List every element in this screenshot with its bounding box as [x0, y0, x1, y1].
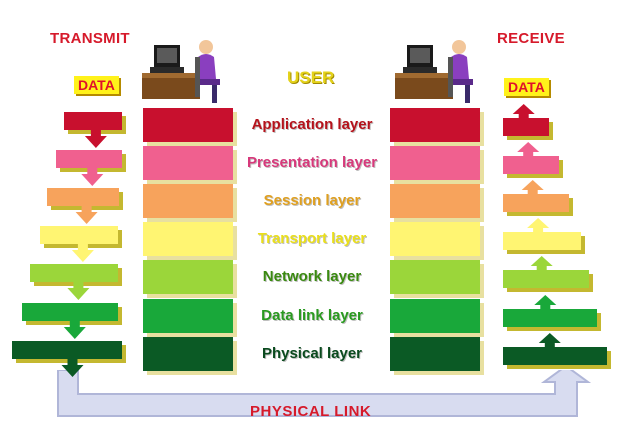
receive-layer-block — [390, 337, 480, 371]
user-label: USER — [287, 68, 335, 87]
down-arrow-icon — [30, 264, 122, 300]
data-badge-left: DATA — [74, 76, 119, 94]
up-arrow-icon — [503, 256, 593, 292]
transmit-layer-block — [143, 184, 233, 218]
layer-label: Application layer — [251, 116, 373, 133]
up-arrow-icon — [503, 104, 553, 140]
layer-label: Network layer — [262, 268, 362, 285]
transmit-layer-block — [143, 146, 233, 180]
layer-label: Data link layer — [261, 307, 363, 324]
transmit-label: TRANSMIT — [50, 30, 130, 47]
receive-layer-block — [390, 184, 480, 218]
layer-label: Session layer — [263, 192, 361, 209]
down-arrow-icon — [40, 226, 122, 262]
receive-layer-block — [390, 260, 480, 294]
down-arrow-icon — [64, 112, 126, 148]
computer-user-icon — [142, 40, 220, 103]
transmit-layer-block — [143, 337, 233, 371]
receive-layer-block — [390, 299, 480, 333]
transmit-layer-block — [143, 299, 233, 333]
u-arrow-icon — [57, 370, 592, 417]
up-arrow-icon — [503, 295, 601, 331]
down-arrow-icon — [56, 150, 126, 186]
computer-user-icon — [395, 40, 473, 103]
transmit-layer-block — [143, 222, 233, 256]
up-arrow-icon — [503, 333, 611, 369]
layer-label: Presentation layer — [246, 154, 378, 171]
up-arrow-icon — [503, 180, 573, 216]
transmit-layer-block — [143, 108, 233, 142]
down-arrow-icon — [47, 188, 123, 224]
receive-layer-block — [390, 146, 480, 180]
up-arrow-icon — [503, 218, 585, 254]
layer-label: Physical layer — [261, 345, 363, 362]
down-arrow-icon — [12, 341, 126, 377]
transmit-layer-block — [143, 260, 233, 294]
receive-layer-block — [390, 222, 480, 256]
receive-label: RECEIVE — [497, 30, 565, 47]
physical-link-label: PHYSICAL LINK — [250, 403, 372, 420]
up-arrow-icon — [503, 142, 563, 178]
receive-layer-block — [390, 108, 480, 142]
data-badge-right: DATA — [504, 78, 549, 96]
down-arrow-icon — [22, 303, 122, 339]
layer-label: Transport layer — [257, 230, 367, 247]
